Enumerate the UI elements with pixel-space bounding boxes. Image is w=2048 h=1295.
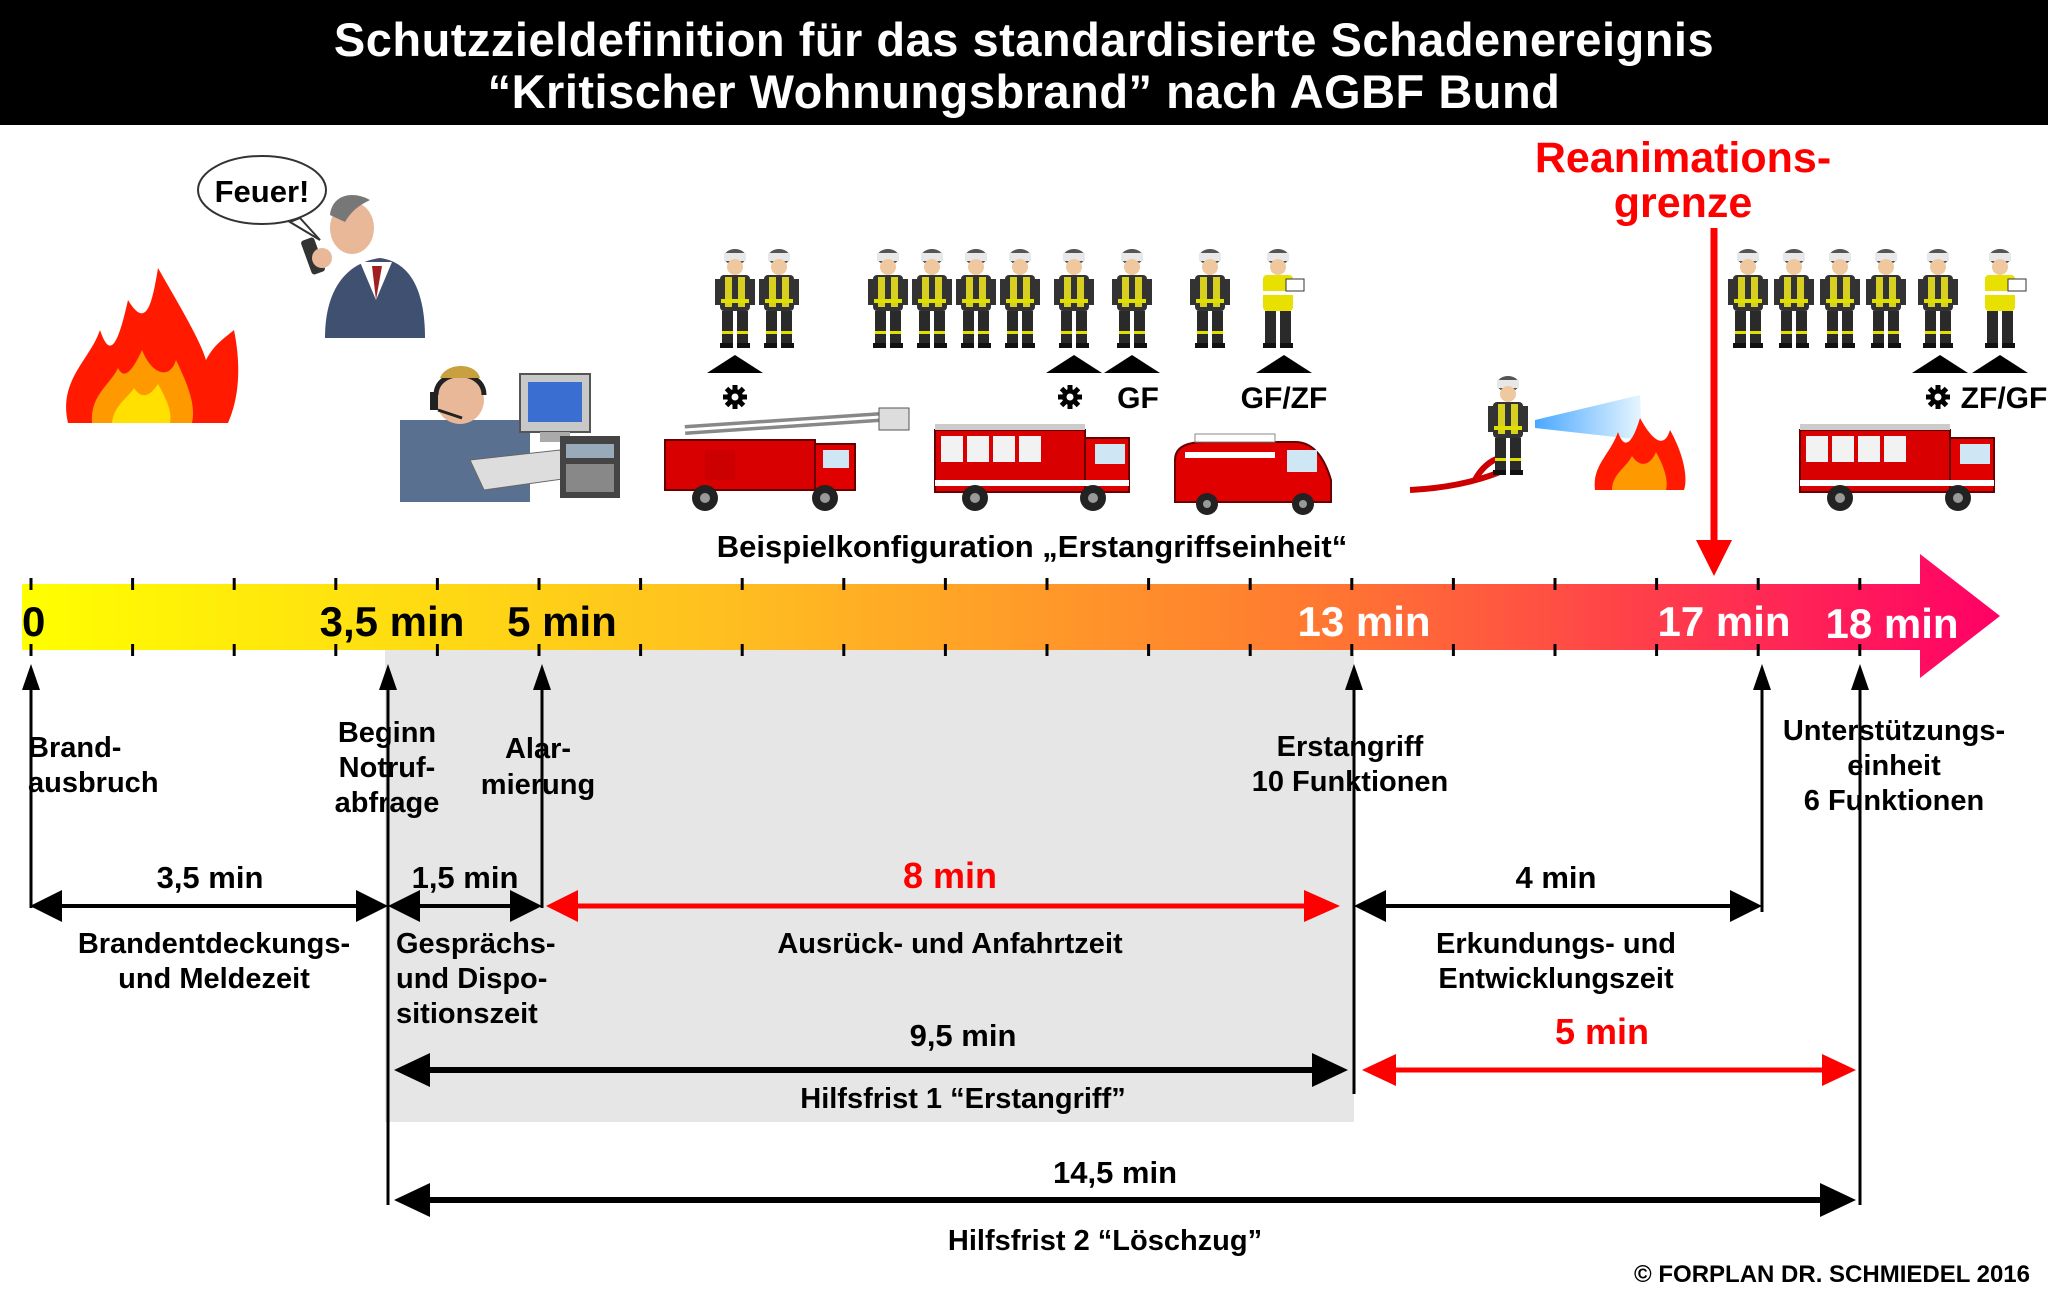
firefighter-extinguishing-icon [1409,376,1686,493]
interval-melde-label-1: Brandentdeckungs- [78,928,350,960]
interval-hilfsfrist1: 9,5 min Hilfsfrist 1 “Erstangriff” [394,1018,1348,1115]
interval-zusatz-value: 5 min [1555,1011,1649,1052]
fire-engine-icon [934,423,1130,512]
interval-hilfsfrist2: 14,5 min Hilfsfrist 2 “Löschzug” [394,1155,1856,1257]
tick-3-5: 3,5 min [320,598,465,645]
interval-dispo-label-2: und Dispo- [396,963,547,995]
reanimation-line2: grenze [1614,179,1753,227]
turntable-ladder-icon [664,407,910,511]
event-unterstuetzung-1: Unterstützungs- [1783,715,2005,747]
event-brandausbruch-1: Brand- [28,732,121,764]
event-erstangriff-1: Erstangriff [1277,731,1424,763]
interval-erkundung-value: 4 min [1516,860,1597,895]
interval-dispo-label-3: sitionszeit [396,998,538,1030]
event-unterstuetzung-2: einheit [1847,750,1941,782]
event-erstangriff-2: 10 Funktionen [1252,766,1449,798]
interval-melde-value: 3,5 min [157,860,264,895]
copyright: © FORPLAN DR. SCHMIEDEL 2016 [1634,1261,2030,1288]
event-alarmierung-2: mierung [481,769,595,801]
label-zf-gf: ZF/GF [1961,382,2048,415]
interval-anfahrt-label: Ausrück- und Anfahrtzeit [777,928,1123,960]
interval-erkundung-label-2: Entwicklungszeit [1438,963,1674,995]
tick-18: 18 min [1825,600,1958,647]
dispatcher-icon [400,366,620,502]
tick-13: 13 min [1297,598,1430,645]
hilfsfrist1-background [385,588,1354,1122]
interval-hilfsfrist2-label: Hilfsfrist 2 “Löschzug” [948,1225,1262,1257]
event-notruf-3: abfrage [335,787,440,819]
interval-zusatz: 5 min [1362,1011,1856,1086]
event-notruf-1: Beginn [338,717,436,749]
title-line-1: Schutzzieldefinition für das standardisi… [333,13,1715,66]
vehicle-seat-markers [707,355,2028,409]
interval-anfahrt-value: 8 min [903,855,997,896]
tick-5: 5 min [507,598,617,645]
event-notruf-2: Notruf- [339,752,436,784]
caller-person-icon: Feuer! [197,155,425,338]
label-gf: GF [1117,382,1159,415]
interval-melde-label-2: und Meldezeit [118,963,310,995]
event-unterstuetzung-3: 6 Funktionen [1804,785,1984,817]
driver-gear-icon [723,385,747,409]
interval-hilfsfrist2-value: 14,5 min [1053,1155,1177,1190]
speech-bubble-text: Feuer! [215,174,310,209]
label-gf-zf: GF/ZF [1241,382,1328,415]
interval-hilfsfrist1-value: 9,5 min [910,1018,1017,1053]
interval-dispo: 1,5 min Gesprächs- und Dispo- sitionszei… [388,860,556,1030]
tick-17: 17 min [1657,598,1790,645]
driver-gear-icon [1058,385,1082,409]
config-caption: Beispielkonfiguration „Erstangriffseinhe… [717,529,1347,564]
fire-icon [66,268,239,423]
tick-0: 0 [22,598,45,645]
unterstuetzung-crew [1728,248,2027,349]
erstangriff-crew [715,248,1305,349]
reanimation-pointer-head [1696,540,1732,576]
support-fire-engine-icon [1799,423,1995,512]
interval-dispo-value: 1,5 min [412,860,519,895]
interval-erkundung: 4 min Erkundungs- und Entwicklungszeit [1354,860,1762,995]
event-alarmierung-1: Alar- [505,733,571,765]
driver-gear-icon [1926,385,1950,409]
timeline-ticks [29,578,1862,656]
title-line-2: “Kritischer Wohnungsbrand” nach AGBF Bun… [487,65,1561,118]
interval-melde: 3,5 min Brandentdeckungs- und Meldezeit [30,860,388,995]
title-bar: Schutzzieldefinition für das standardisi… [0,0,2048,125]
interval-hilfsfrist1-label: Hilfsfrist 1 “Erstangriff” [800,1083,1126,1115]
interval-anfahrt: 8 min Ausrück- und Anfahrtzeit [546,855,1340,960]
event-pointers [22,664,1869,1205]
event-brandausbruch-2: ausbruch [28,767,159,799]
command-van-icon [1174,433,1332,515]
interval-erkundung-label-1: Erkundungs- und [1436,928,1676,960]
reanimation-line1: Reanimations- [1535,134,1831,182]
timeline-bar [22,554,2000,678]
interval-dispo-label-1: Gesprächs- [396,928,556,960]
